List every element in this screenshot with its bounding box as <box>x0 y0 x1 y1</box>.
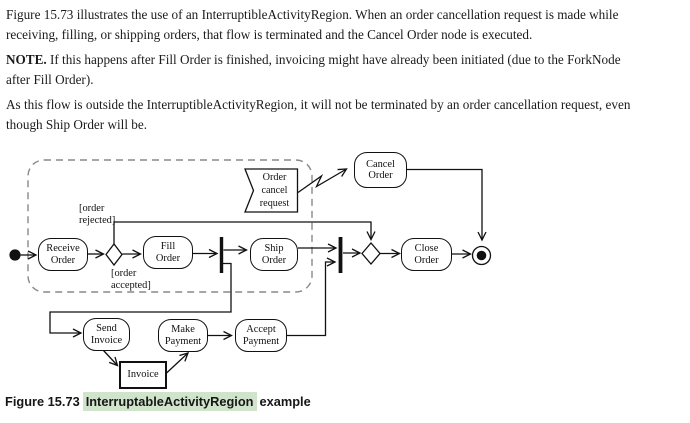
action-receive-order: Receive Order <box>38 238 88 271</box>
action-close-order: Close Order <box>401 238 452 271</box>
caption-suffix: example <box>259 394 311 409</box>
signal-flag-label: Order cancel request <box>259 172 290 209</box>
join-bar-icon <box>338 237 343 273</box>
paragraph-text: If this happens after Fill Order is fini… <box>6 52 621 87</box>
signal-flag-icon <box>244 168 299 213</box>
action-ship-order: Ship Order <box>250 238 298 271</box>
action-make-payment: Make Payment <box>158 319 208 352</box>
action-send-invoice: Send Invoice <box>83 318 130 351</box>
action-cancel-order: Cancel Order <box>354 152 407 188</box>
action-label: Fill Order <box>155 241 181 264</box>
action-label: Close Order <box>414 243 439 266</box>
guard-order-accepted: [order accepted] <box>111 268 151 291</box>
edge-fork-to-send-invoice <box>49 262 232 338</box>
guard-order-rejected: [order rejected] <box>79 203 116 226</box>
edge-cancel-to-final <box>407 168 487 242</box>
merge-diamond-icon <box>361 242 381 265</box>
action-label: Make Payment <box>164 324 202 347</box>
action-fill-order: Fill Order <box>143 236 193 269</box>
edge-order-rejected <box>113 221 376 245</box>
decision-diamond-icon <box>105 242 123 267</box>
figure-number: Figure 15.73 <box>5 394 80 409</box>
object-label: Invoice <box>127 369 159 381</box>
interrupting-edge-lightning <box>297 168 348 194</box>
interruptible-region-boundary <box>27 159 313 293</box>
edge-send-to-invoice <box>103 350 119 367</box>
action-label: Ship Order <box>261 243 287 266</box>
final-node-inner-icon <box>476 250 487 261</box>
fork-bar-icon <box>219 237 224 273</box>
paragraph-text: Figure 15.73 illustrates the use of an I… <box>6 7 619 42</box>
object-node-invoice: Invoice <box>119 361 167 389</box>
action-label: Receive Order <box>46 243 80 266</box>
paragraph-intro: Figure 15.73 illustrates the use of an I… <box>6 5 688 45</box>
action-label: Cancel Order <box>366 158 395 182</box>
note-label: NOTE. <box>6 52 47 67</box>
paragraph-note: NOTE. If this happens after Fill Order i… <box>6 50 688 90</box>
action-label: Send Invoice <box>90 323 123 346</box>
highlighted-term: InterruptableActivityRegion <box>82 392 257 411</box>
body-text: Figure 15.73 illustrates the use of an I… <box>6 5 688 140</box>
action-label: Accept Payment <box>242 324 280 347</box>
edge-invoice-to-make-payment <box>165 352 190 374</box>
paragraph-outside-region: As this flow is outside the Interruptibl… <box>6 95 688 135</box>
initial-node-icon <box>9 249 21 261</box>
edge-accept-to-join <box>287 257 337 337</box>
paragraph-text: As this flow is outside the Interruptibl… <box>6 97 631 132</box>
action-accept-payment: Accept Payment <box>235 319 287 352</box>
